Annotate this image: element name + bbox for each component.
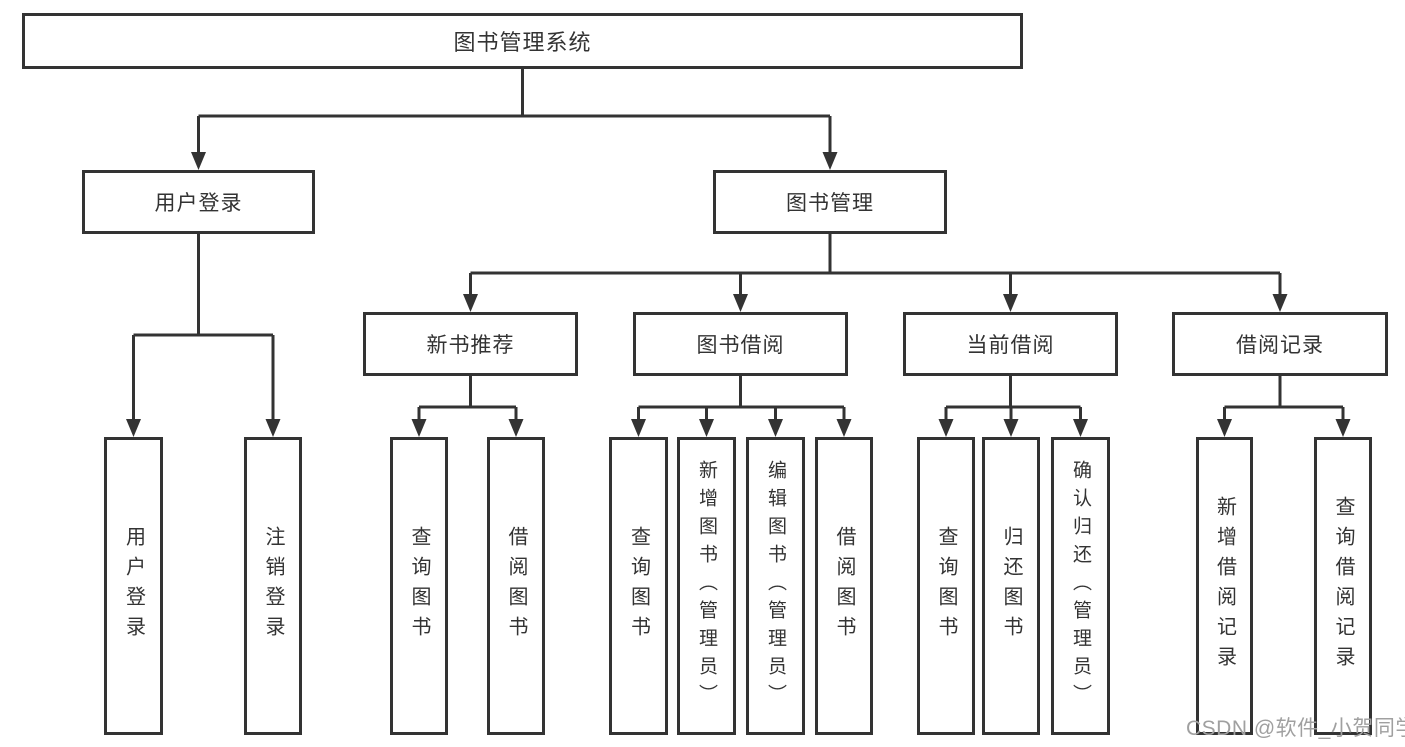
leaf-add-borrow-record: 新增借阅记录	[1196, 437, 1253, 735]
node-new-book-recommend: 新书推荐	[363, 312, 578, 376]
leaf-borrow-books: 借阅图书	[815, 437, 873, 735]
leaf-query-books-borrow: 查询图书	[609, 437, 668, 735]
node-library-management-system: 图书管理系统	[22, 13, 1023, 69]
leaf-user-login: 用户登录	[104, 437, 163, 735]
node-current-borrow: 当前借阅	[903, 312, 1118, 376]
leaf-confirm-return-admin: 确认归还（管理员）	[1051, 437, 1110, 735]
node-book-management: 图书管理	[713, 170, 947, 234]
leaf-query-borrow-record: 查询借阅记录	[1314, 437, 1372, 735]
arrowheads	[126, 152, 1351, 437]
leaf-query-books-current: 查询图书	[917, 437, 975, 735]
csdn-watermark: CSDN @软件_小贺同学	[1186, 717, 1405, 740]
node-user-login: 用户登录	[82, 170, 315, 234]
leaf-logout: 注销登录	[244, 437, 302, 735]
leaf-edit-books-admin: 编辑图书（管理员）	[746, 437, 805, 735]
node-borrow-records: 借阅记录	[1172, 312, 1388, 376]
leaf-borrow-books-recommend: 借阅图书	[487, 437, 545, 735]
node-book-borrow: 图书借阅	[633, 312, 848, 376]
leaf-add-books-admin: 新增图书（管理员）	[677, 437, 736, 735]
leaf-query-books-recommend: 查询图书	[390, 437, 448, 735]
leaf-return-books: 归还图书	[982, 437, 1040, 735]
